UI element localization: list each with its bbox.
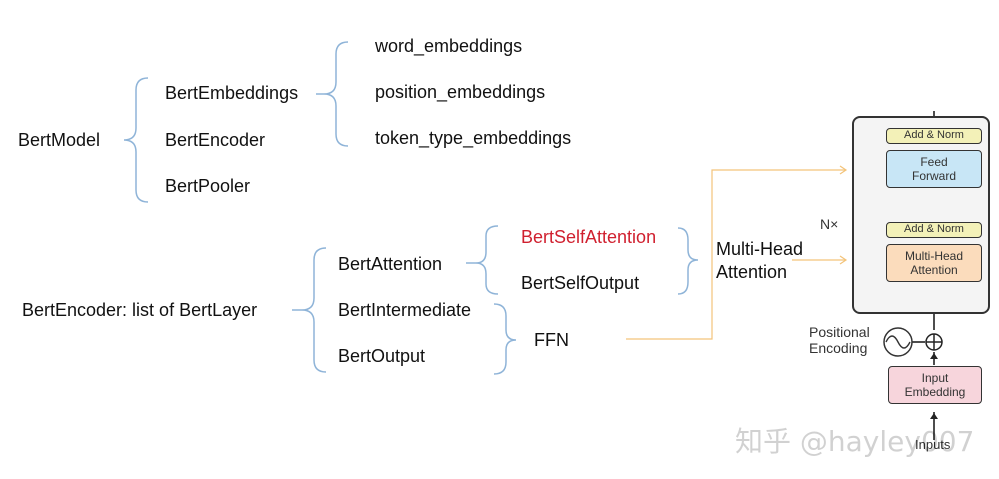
bert-output-label: BertOutput <box>338 346 426 366</box>
watermark-text: 知乎 @hayley007 <box>735 425 975 458</box>
bert-attention-label: BertAttention <box>338 254 443 274</box>
self-attention-bracket <box>677 227 699 295</box>
add-norm-bottom-box: Add & Norm <box>886 222 982 238</box>
bert-self-attention-label: BertSelfAttention <box>521 227 657 247</box>
ffn-bracket <box>493 303 517 375</box>
inputs-label: Inputs <box>915 437 951 452</box>
ffn-connector <box>626 169 846 340</box>
attention-bracket <box>475 225 499 295</box>
add-norm-top-box: Add & Norm <box>886 128 982 144</box>
bert-encoder-label: BertEncoder <box>165 130 266 150</box>
encoder-stack-box <box>852 116 990 314</box>
bert-embeddings-label: BertEmbeddings <box>165 83 299 103</box>
bert-model-bracket <box>123 77 149 203</box>
repeat-label: N× <box>820 216 839 232</box>
feed-forward-box: Feed Forward <box>886 150 982 188</box>
word-embeddings-label: word_embeddings <box>375 36 523 56</box>
multi-head-attention-label: Multi-Head Attention <box>716 239 804 282</box>
position-embeddings-label: position_embeddings <box>375 82 546 102</box>
multi-head-attention-box: Multi-Head Attention <box>886 244 982 282</box>
token-type-embeddings-label: token_type_embeddings <box>375 128 572 148</box>
bert-encoder-root-label: BertEncoder: list of BertLayer <box>22 300 258 320</box>
ffn-label: FFN <box>534 330 569 350</box>
bert-pooler-label: BertPooler <box>165 176 251 196</box>
embeddings-bracket <box>323 41 349 147</box>
bert-intermediate-label: BertIntermediate <box>338 300 472 320</box>
positional-encoding-label: Positional Encoding <box>809 324 870 357</box>
bert-self-output-label: BertSelfOutput <box>521 273 640 293</box>
input-embedding-box: Input Embedding <box>888 366 982 404</box>
encoder-bracket <box>301 247 327 373</box>
bert-model-label: BertModel <box>18 130 101 150</box>
